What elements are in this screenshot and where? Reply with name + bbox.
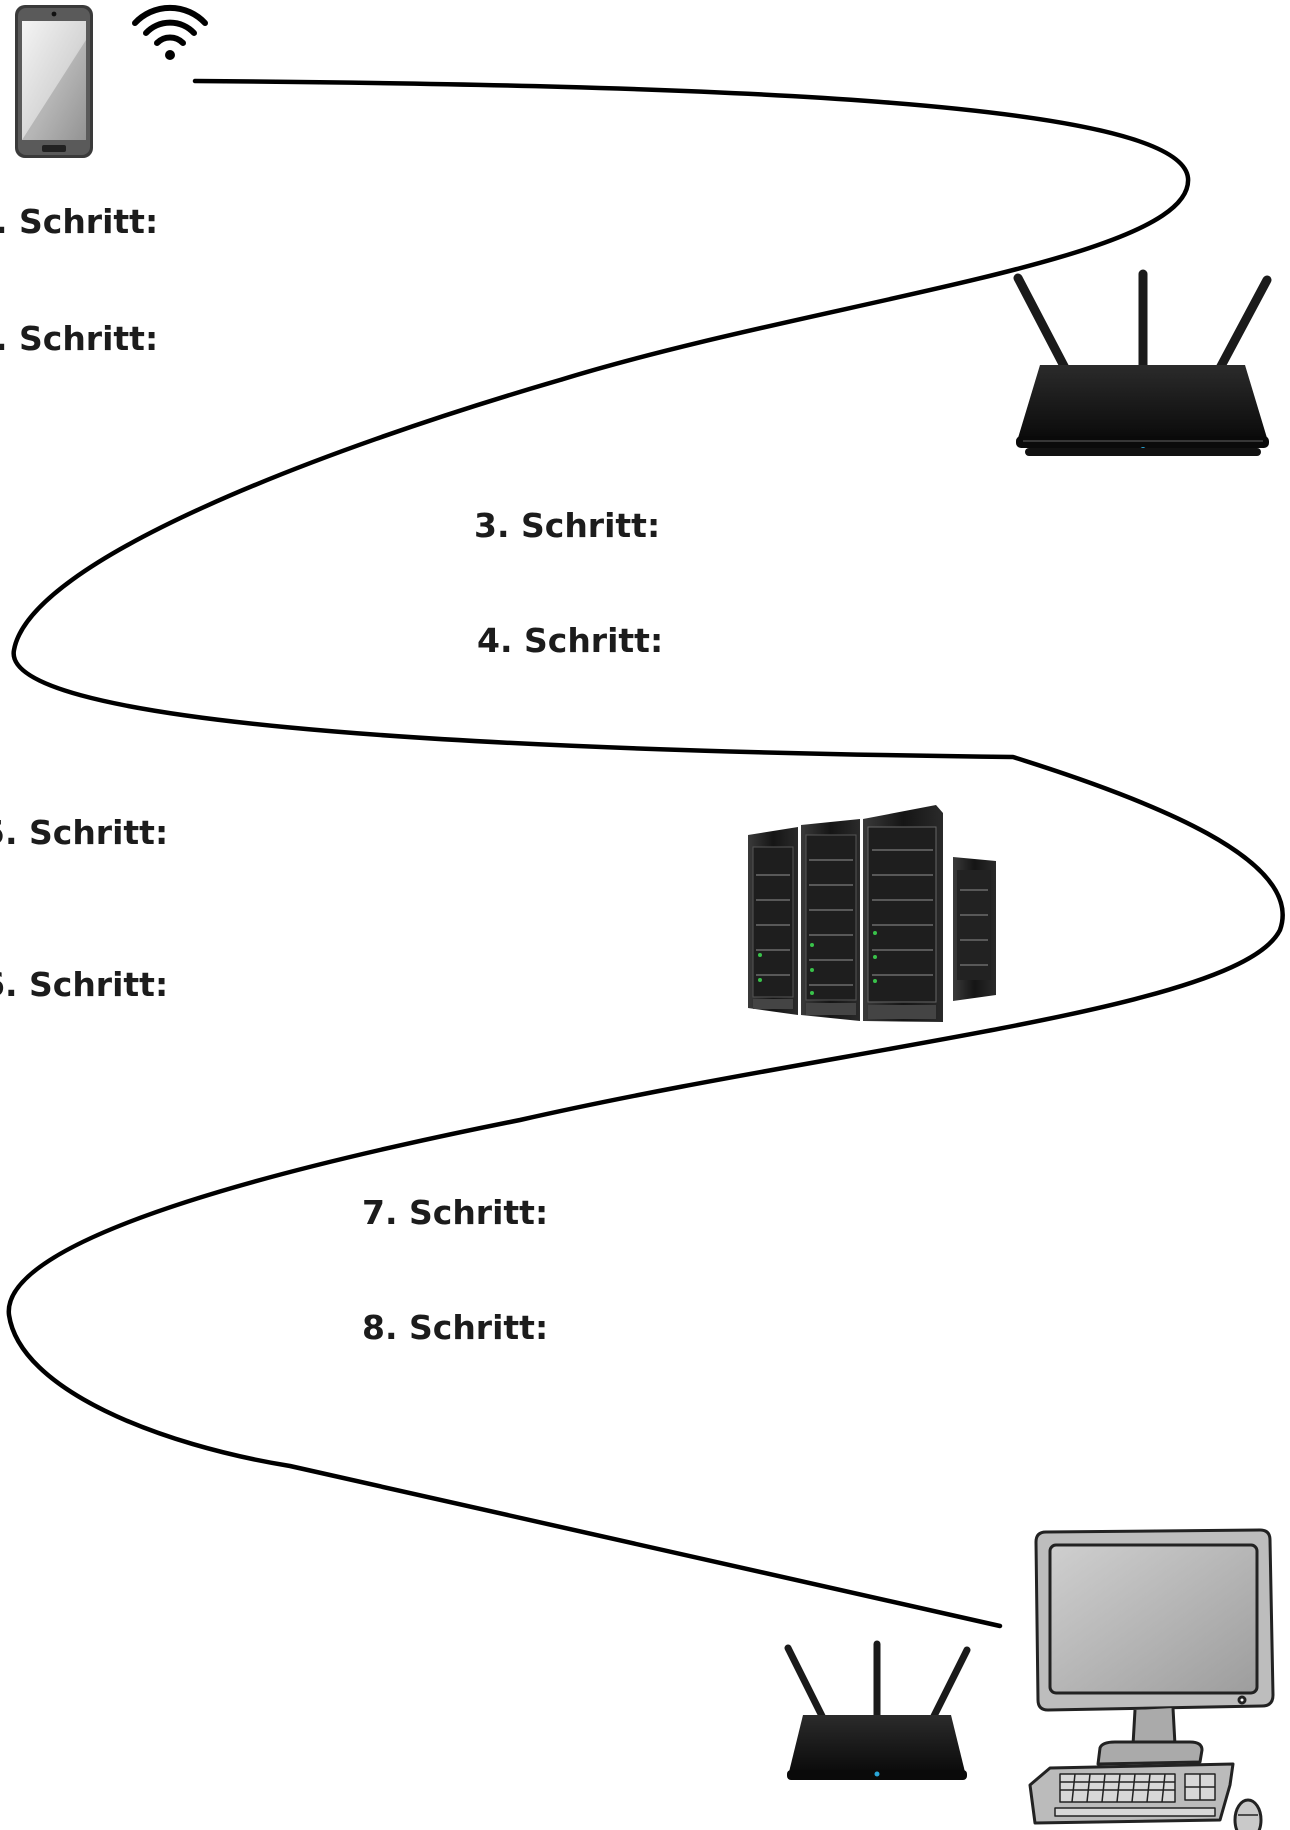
server-icon (748, 805, 996, 1022)
router-icon (784, 1640, 971, 1780)
step-label-6: 6. Schritt: (0, 965, 169, 1004)
smartphone-icon (15, 5, 93, 158)
step-label-7: 7. Schritt: (362, 1193, 549, 1232)
router-icon (1013, 269, 1272, 456)
connection-line (6, 78, 1285, 1629)
step-label-4: 4. Schritt: (477, 621, 664, 660)
step-label-8: 8. Schritt: (362, 1308, 549, 1347)
step-label-2: 2. Schritt: (0, 319, 159, 358)
wifi-icon (132, 4, 208, 60)
step-label-5: 5. Schritt: (0, 813, 169, 852)
step-label-3: 3. Schritt: (474, 506, 661, 545)
step-label-1: 1. Schritt: (0, 202, 159, 241)
computer-icon (1028, 1528, 1275, 1830)
